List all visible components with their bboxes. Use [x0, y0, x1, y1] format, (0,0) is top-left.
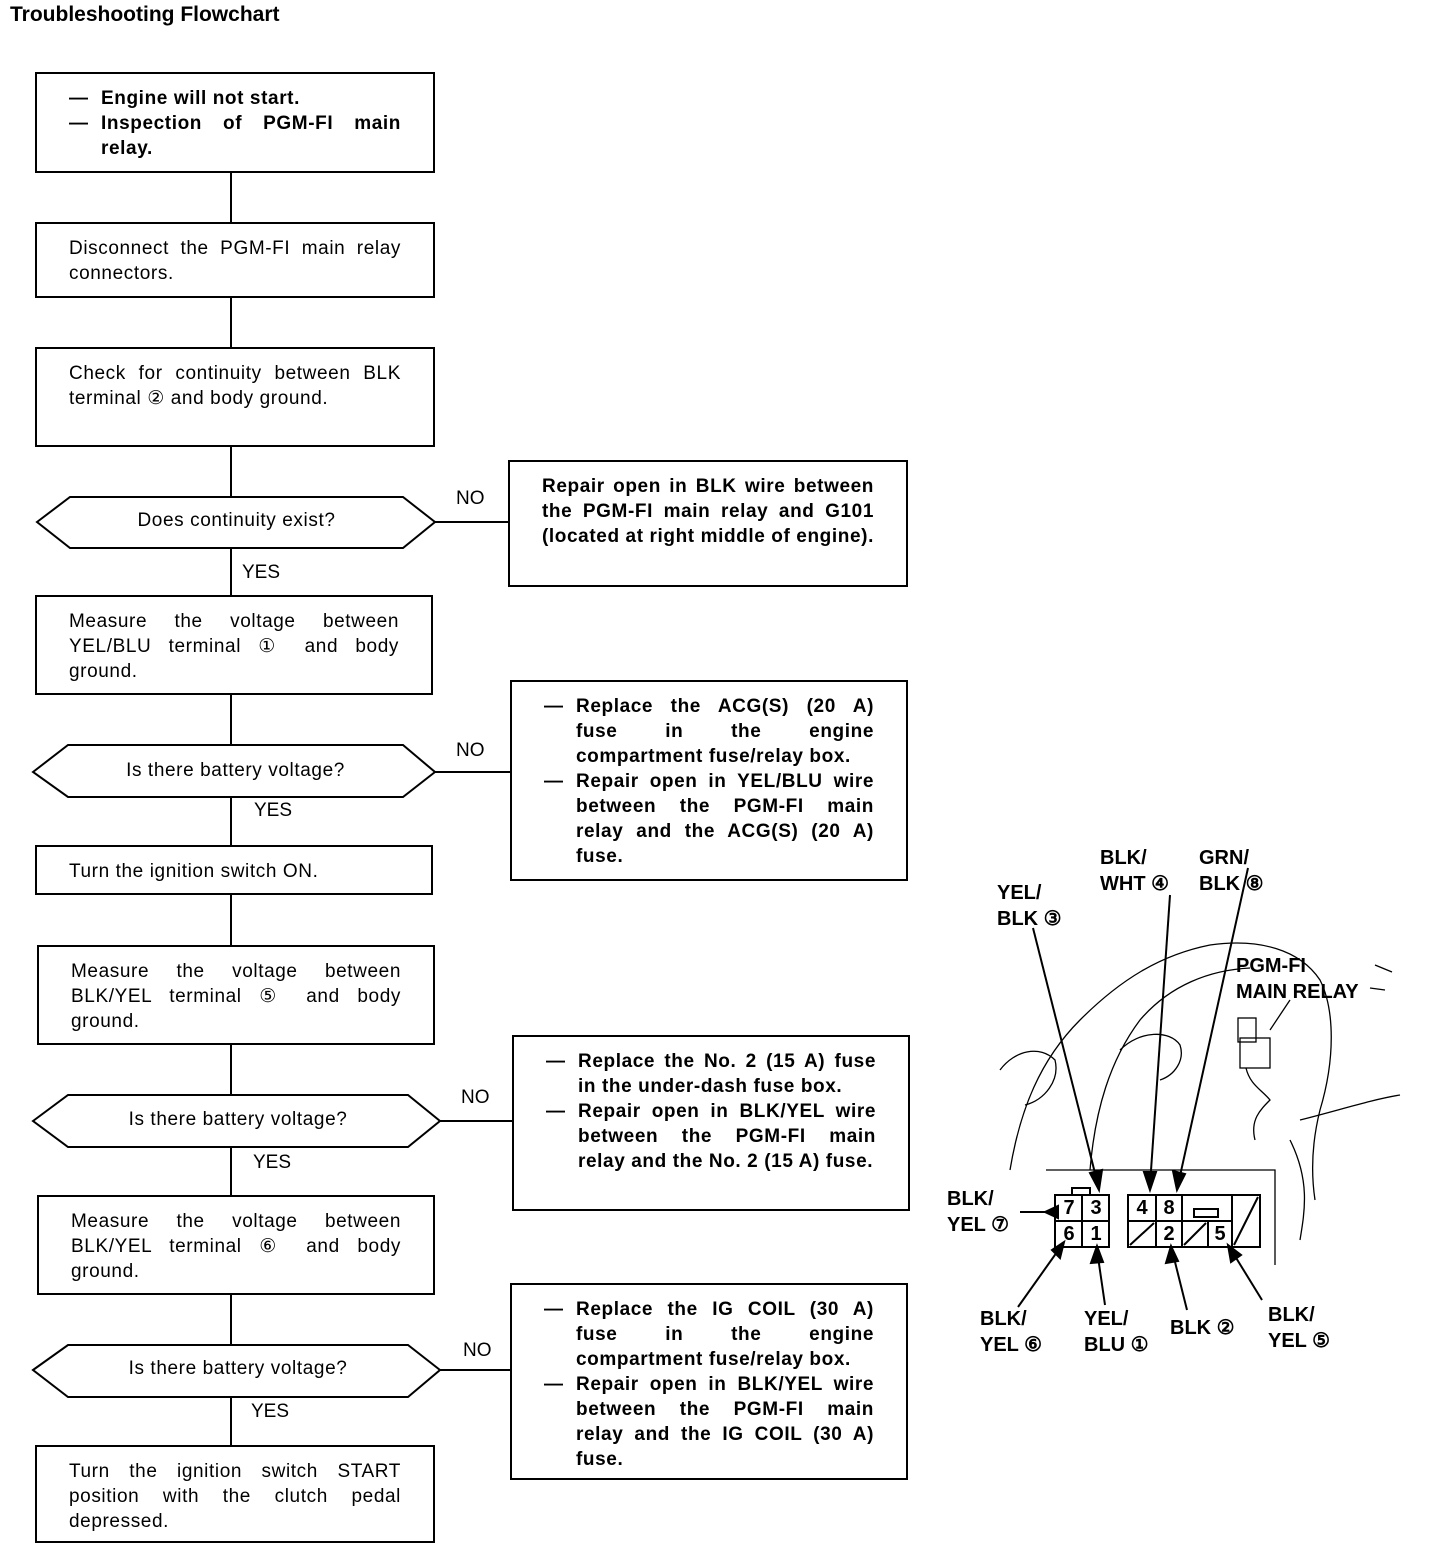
wire-label-line: BLU ① [1084, 1334, 1149, 1356]
wire-label-grn-blk-8: GRN/ BLK ⑧ [1199, 845, 1264, 897]
wire-label-blk-yel-7: BLK/ YEL ⑦ [947, 1186, 1009, 1238]
list-item: —Engine will not start. [69, 88, 300, 109]
decision-hex-2 [31, 744, 437, 798]
repair-3-item-2: Repair open in BLK/YEL wire between the … [578, 1101, 876, 1172]
repair-2-item-2: Repair open in YEL/BLU wire between the … [576, 771, 874, 867]
step-ignition-on-box: Turn the ignition switch ON. [35, 845, 433, 895]
relay-label-line-1: PGM-FI [1236, 955, 1306, 977]
list-item: —Repair open in BLK/YEL wire between the… [546, 1101, 876, 1172]
step-measure-blkyel6-box: Measure the voltage between BLK/YEL term… [37, 1195, 435, 1295]
repair-4-item-2: Repair open in BLK/YEL wire between the … [576, 1374, 874, 1470]
decision-1-text: Does continuity exist? [137, 510, 336, 531]
repair-3-box: —Replace the No. 2 (15 A) fuse in the un… [512, 1035, 910, 1211]
step-measure-blkyel5-box: Measure the voltage between BLK/YEL term… [37, 945, 435, 1045]
pin-5: 5 [1214, 1223, 1226, 1245]
decision-3-no-label: NO [461, 1087, 490, 1108]
list-item: —Repair open in YEL/BLU wire between the… [544, 771, 874, 867]
list-item: —Repair open in BLK/YEL wire between the… [544, 1374, 874, 1470]
repair-4-item-1: Replace the IG COIL (30 A) fuse in the e… [576, 1299, 874, 1370]
wire-label-line: YEL/ [997, 882, 1042, 904]
decision-4-text: Is there battery voltage? [128, 1358, 348, 1379]
wire-label-blk-yel-6: BLK/ YEL ⑥ [980, 1306, 1042, 1358]
decision-3-yes-label: YES [253, 1152, 292, 1173]
start-item-1: Engine will not start. [101, 88, 300, 109]
wire-label-line: BLK/ [1268, 1304, 1315, 1326]
wire-label-yel-blk-3: YEL/ BLK ③ [997, 880, 1062, 932]
pin-8: 8 [1163, 1197, 1175, 1219]
list-item: —Replace the IG COIL (30 A) fuse in the … [544, 1299, 874, 1370]
decision-2-no-label: NO [456, 740, 485, 761]
step-check-continuity-text: Check for continuity between BLK termina… [69, 363, 401, 409]
pin-7: 7 [1063, 1197, 1075, 1219]
callout-leaders [1017, 867, 1263, 1311]
decision-1-yes-label: YES [242, 562, 281, 583]
start-item-2: Inspection of PGM-FI main relay. [101, 113, 401, 159]
repair-1-box: Repair open in BLK wire between the PGM-… [508, 460, 908, 587]
wire-label-line: BLK ② [1170, 1317, 1235, 1339]
wire-label-line: BLK/ [980, 1308, 1027, 1330]
pin-4: 4 [1136, 1197, 1148, 1219]
step-measure-yelblu-box: Measure the voltage between YEL/BLU term… [35, 595, 433, 695]
step-ignition-start-text: Turn the ignition switch START position … [69, 1461, 401, 1532]
decision-hex-3 [31, 1094, 442, 1148]
repair-3-item-1: Replace the No. 2 (15 A) fuse in the und… [578, 1051, 876, 1097]
decision-4-no-label: NO [463, 1340, 492, 1361]
step-measure-blkyel6-text: Measure the voltage between BLK/YEL term… [71, 1211, 401, 1282]
step-disconnect-text: Disconnect the PGM-FI main relay connect… [69, 238, 401, 284]
flow-start-box: —Engine will not start. —Inspection of P… [35, 72, 435, 173]
decision-2-text: Is there battery voltage? [126, 760, 345, 781]
wire-label-blk-2: BLK ② [1170, 1315, 1235, 1341]
wire-label-blk-yel-5: BLK/ YEL ⑤ [1268, 1302, 1330, 1354]
step-disconnect-box: Disconnect the PGM-FI main relay connect… [35, 222, 435, 298]
decision-hex-1 [35, 496, 437, 549]
decision-4-yes-label: YES [251, 1401, 290, 1422]
page-title: Troubleshooting Flowchart [10, 3, 280, 26]
decision-hex-4 [31, 1344, 442, 1398]
list-item: —Inspection of PGM-FI main relay. [69, 113, 401, 159]
wire-label-line: YEL ⑦ [947, 1214, 1010, 1236]
relay-label-line-2: MAIN RELAY [1236, 981, 1359, 1003]
wire-label-blk-wht-4: BLK/ WHT ④ [1100, 845, 1169, 897]
pin-3: 3 [1090, 1197, 1102, 1219]
wire-label-line: GRN/ [1199, 847, 1249, 869]
wire-label-line: YEL ⑤ [1268, 1330, 1331, 1352]
pin-1: 1 [1090, 1223, 1102, 1245]
decision-3-text: Is there battery voltage? [128, 1109, 348, 1130]
repair-1-text: Repair open in BLK wire between the PGM-… [542, 476, 874, 547]
step-measure-blkyel5-text: Measure the voltage between BLK/YEL term… [71, 961, 401, 1032]
wire-label-line: BLK/ [1100, 847, 1147, 869]
wire-label-line: BLK/ [947, 1188, 994, 1210]
step-ignition-start-box: Turn the ignition switch START position … [35, 1445, 435, 1543]
relay-illustration [999, 942, 1401, 1265]
step-measure-yelblu-text: Measure the voltage between YEL/BLU term… [69, 611, 399, 682]
wire-label-yel-blu-1: YEL/ BLU ① [1084, 1306, 1149, 1358]
list-item: —Replace the No. 2 (15 A) fuse in the un… [546, 1051, 876, 1097]
pin-6: 6 [1063, 1223, 1075, 1245]
relay-label: PGM-FI MAIN RELAY [1236, 953, 1359, 1005]
list-item: —Replace the ACG(S) (20 A) fuse in the e… [544, 696, 874, 767]
repair-2-item-1: Replace the ACG(S) (20 A) fuse in the en… [576, 696, 874, 767]
wire-label-line: BLK ③ [997, 908, 1062, 930]
decision-1-no-label: NO [456, 488, 485, 509]
repair-4-box: —Replace the IG COIL (30 A) fuse in the … [510, 1283, 908, 1480]
wire-label-line: YEL/ [1084, 1308, 1129, 1330]
wire-label-line: BLK ⑧ [1199, 873, 1264, 895]
connector-blocks [1054, 1187, 1261, 1248]
wire-label-line: WHT ④ [1100, 873, 1170, 895]
decision-2-yes-label: YES [254, 800, 293, 821]
pin-2: 2 [1163, 1223, 1175, 1245]
repair-2-box: —Replace the ACG(S) (20 A) fuse in the e… [510, 680, 908, 881]
step-ignition-on-text: Turn the ignition switch ON. [69, 861, 319, 882]
wire-label-line: YEL ⑥ [980, 1334, 1043, 1356]
step-check-continuity-box: Check for continuity between BLK termina… [35, 347, 435, 447]
